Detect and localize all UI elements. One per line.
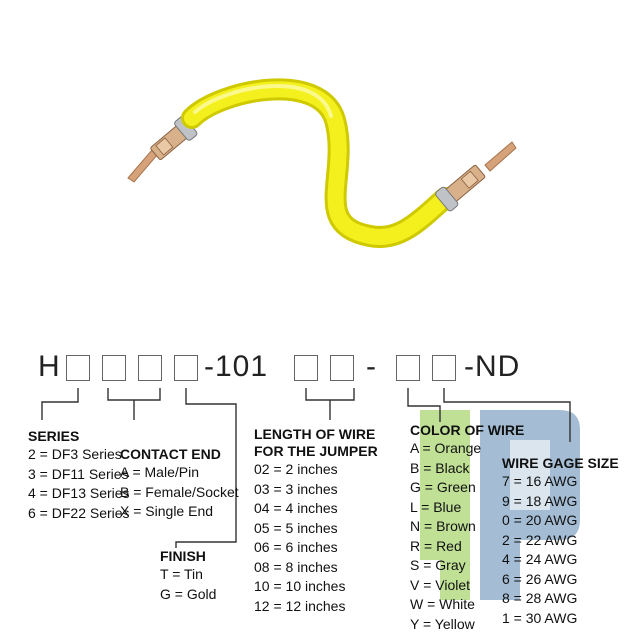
contact-end-column: CONTACT END A = Male/Pin B = Female/Sock… (120, 446, 239, 522)
series-item: 3 = DF11 Series (28, 465, 129, 482)
gage-item: 9 = 18 AWG (502, 492, 578, 509)
finish-item: G = Gold (160, 585, 217, 602)
length-heading-line2: FOR THE JUMPER (254, 443, 378, 459)
gage-heading: WIRE GAGE SIZE (502, 455, 619, 471)
contact-end-item: A = Male/Pin (120, 464, 199, 480)
length-item: 04 = 4 inches (254, 500, 338, 516)
length-item: 06 = 6 inches (254, 539, 338, 555)
contact-end-item: B = Female/Socket (120, 483, 239, 500)
color-item: W = White (410, 596, 475, 612)
gage-item: 0 = 20 AWG (502, 512, 578, 528)
series-slot (66, 355, 90, 381)
series-item: 4 = DF13 Series (28, 485, 130, 501)
finish-slot (174, 355, 198, 381)
length-item: 05 = 5 inches (254, 519, 338, 536)
length-slot-2 (330, 355, 354, 381)
length-heading-line1: LENGTH OF WIRE (254, 426, 376, 442)
contact-slot-1 (102, 355, 126, 381)
gage-item: 8 = 28 AWG (502, 590, 578, 606)
part-separator: - (366, 350, 377, 383)
jumper-wire-icon (127, 78, 517, 248)
length-item: 03 = 3 inches (254, 480, 338, 497)
color-item: V = Violet (410, 576, 471, 593)
contact-end-item: X = Single End (120, 503, 214, 519)
series-item: 6 = DF22 Series (28, 504, 130, 521)
color-item: B = Black (410, 459, 470, 476)
color-item: S = Gray (410, 557, 466, 573)
length-item: 02 = 2 inches (254, 461, 338, 477)
color-item: G = Green (410, 479, 476, 495)
series-column: SERIES 2 = DF3 Series 3 = DF11 Series 4 … (28, 428, 130, 523)
color-item: A = Orange (410, 440, 482, 456)
gage-item: 4 = 24 AWG (502, 551, 578, 567)
part-middle: -101 (204, 350, 269, 383)
finish-heading: FINISH (160, 548, 206, 564)
length-column: LENGTH OF WIRE FOR THE JUMPER 02 = 2 inc… (254, 426, 378, 616)
color-item: Y = Yellow (410, 615, 475, 632)
contact-slot-2 (138, 355, 162, 381)
length-item: 10 = 10 inches (254, 578, 346, 594)
gage-item: 6 = 26 AWG (502, 570, 578, 587)
series-heading: SERIES (28, 428, 80, 444)
color-item: N = Brown (410, 518, 476, 534)
jumper-wire-illustration (127, 78, 517, 248)
finish-item: T = Tin (160, 566, 203, 582)
gage-item: 1 = 30 AWG (502, 609, 578, 626)
color-item: L = Blue (410, 498, 462, 515)
color-item: R = Red (410, 537, 462, 554)
gage-item: 2 = 22 AWG (502, 531, 578, 548)
color-slot (396, 355, 420, 381)
length-item: 12 = 12 inches (254, 597, 346, 614)
gage-column: WIRE GAGE SIZE 7 = 16 AWG 9 = 18 AWG 0 =… (502, 455, 619, 628)
part-suffix: -ND (464, 350, 521, 383)
finish-column: FINISH T = Tin G = Gold (160, 548, 216, 604)
gage-slot (432, 355, 456, 381)
length-item: 08 = 8 inches (254, 558, 338, 575)
color-column: COLOR OF WIRE A = Orange B = Black G = G… (410, 422, 524, 634)
series-item: 2 = DF3 Series (28, 446, 122, 462)
part-prefix: H (38, 350, 61, 383)
gage-item: 7 = 16 AWG (502, 473, 578, 489)
contact-end-heading: CONTACT END (120, 446, 221, 462)
color-heading: COLOR OF WIRE (410, 422, 525, 438)
length-slot-1 (294, 355, 318, 381)
